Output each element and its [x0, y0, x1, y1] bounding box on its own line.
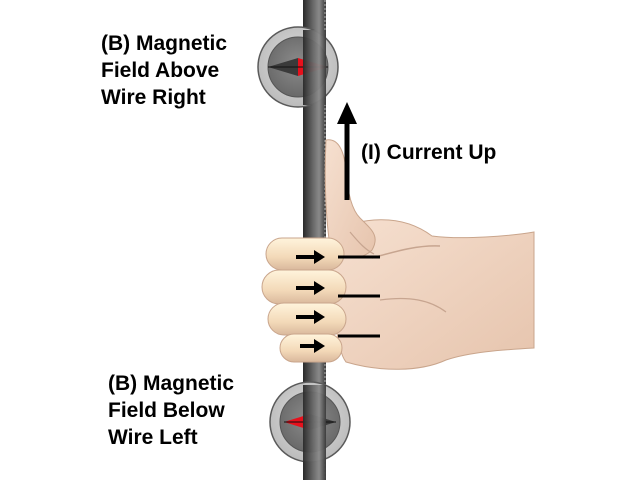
right-hand	[261, 139, 535, 370]
field-below-label: (B) Magnetic Field Below Wire Left	[108, 370, 234, 451]
field-arrow	[300, 339, 325, 353]
field-below-line-2: Field Below	[108, 399, 225, 422]
field-below-line-3: Wire Left	[108, 426, 198, 449]
field-arrow	[296, 250, 380, 264]
wire-front	[303, 30, 326, 480]
field-arrow	[296, 281, 380, 298]
current-label-text: (I) Current Up	[361, 141, 497, 164]
field-above-label: (B) Magnetic Field Above Wire Right	[101, 30, 227, 111]
field-direction-arrows	[296, 250, 380, 353]
field-above-line-2: Field Above	[101, 59, 220, 82]
finger-index	[265, 237, 345, 271]
field-below-line-1: (B) Magnetic	[108, 372, 234, 395]
field-arrow	[296, 310, 380, 338]
current-arrow	[337, 102, 357, 200]
field-above-line-1: (B) Magnetic	[101, 32, 227, 55]
field-above-line-3: Wire Right	[101, 86, 206, 109]
current-label: (I) Current Up	[361, 139, 496, 166]
